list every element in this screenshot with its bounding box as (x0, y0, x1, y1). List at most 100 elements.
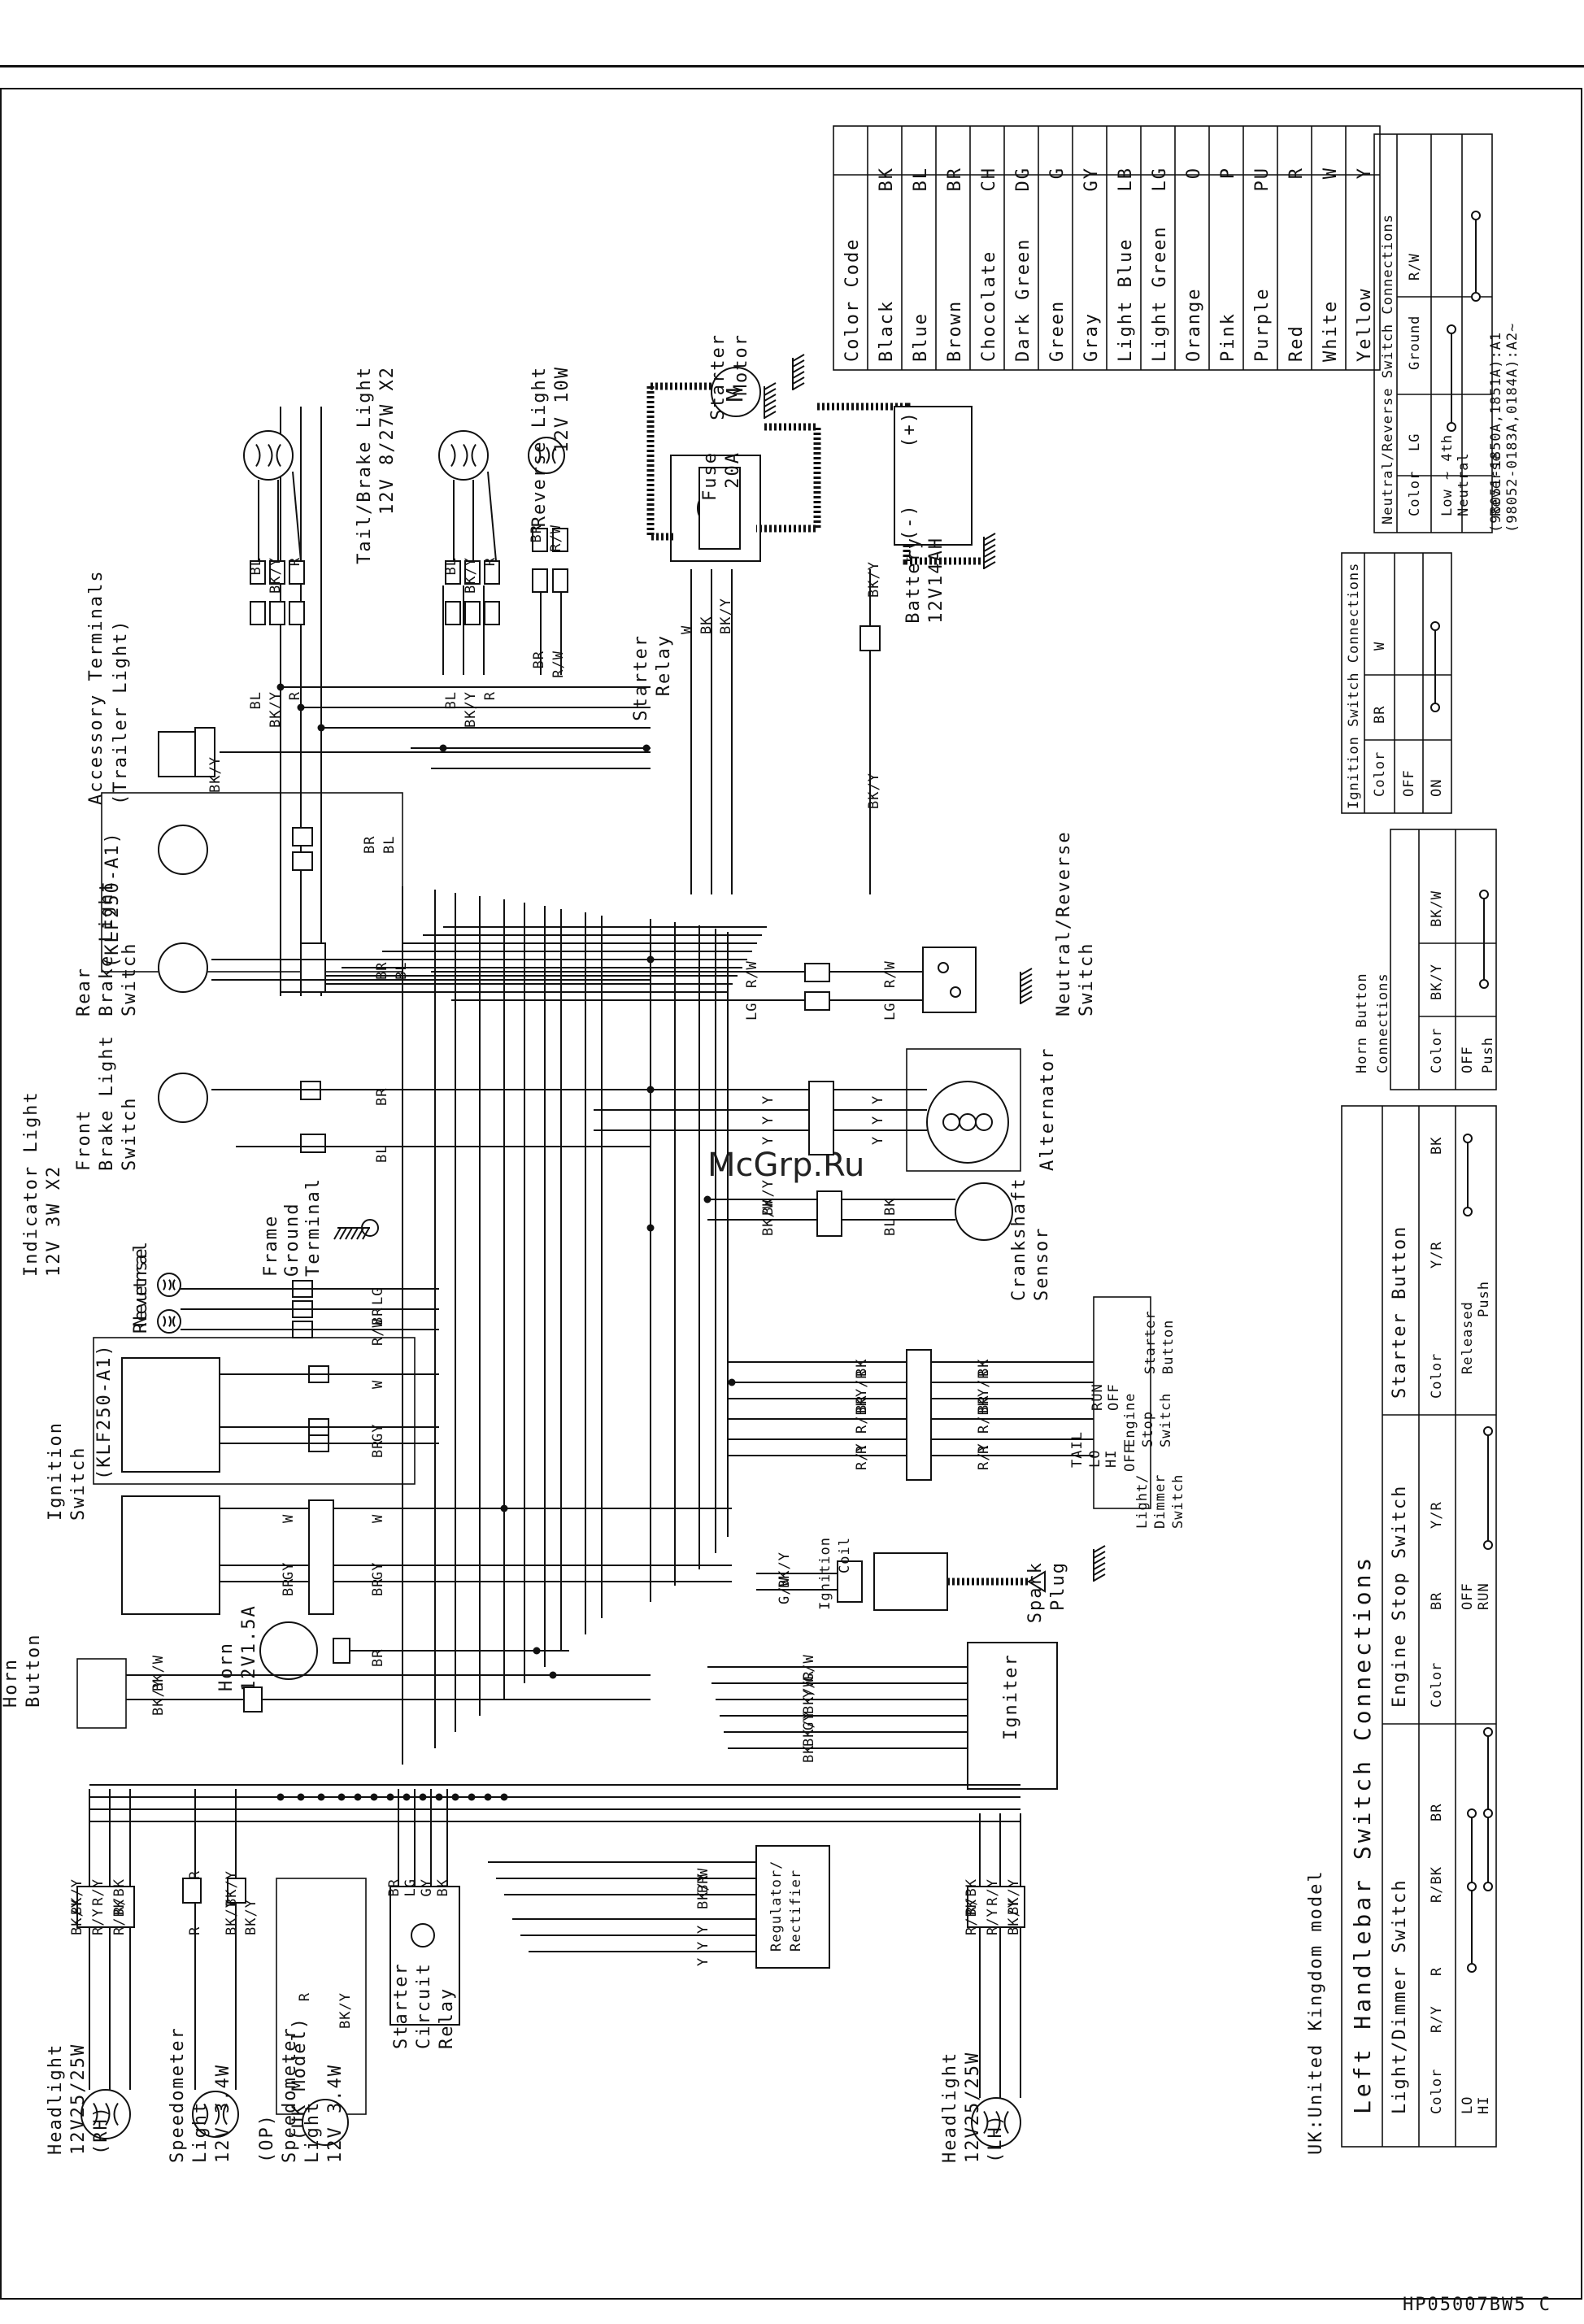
color-code-abbr: BK (877, 167, 897, 192)
switch-tail-label: TAIL (1069, 1431, 1086, 1468)
hl-lh-wire-label: R/Y (985, 1908, 1001, 1935)
nr-connector (804, 991, 830, 1011)
left-handlebar-switch-box (1093, 1296, 1151, 1509)
crank-wire-label: BL (882, 1218, 899, 1236)
ign-wire-label: W (281, 1514, 297, 1523)
frame-ground-label: Frame (261, 1215, 281, 1277)
engine-stop-header: Color (1429, 1662, 1445, 1708)
starter-circuit-relay (389, 1886, 460, 2026)
ign-table-header: BR (1372, 706, 1388, 724)
regulator-rectifier (755, 1845, 830, 1969)
hl-rh-wire-label: R/BK (111, 1899, 128, 1935)
horn-wire-label: BR (370, 1649, 386, 1667)
tail-wire-label: BK/Y (268, 557, 284, 594)
headlight-rh-bulb (81, 2089, 131, 2139)
handlebar-wire-label: R/Y (976, 1443, 992, 1470)
speedometer-light-bulb-filament (203, 2103, 228, 2126)
indicator-light-label: Indicator Light (21, 1090, 41, 1277)
starter-button-dot (1463, 1134, 1473, 1143)
starter-relay-label: Relay (654, 634, 674, 696)
color-code-abbr: LB (1116, 167, 1136, 192)
color-code-name: Black (877, 300, 897, 362)
brake-connector (292, 827, 313, 846)
scr-wire-label: GY (419, 1878, 435, 1896)
spark-plug-symbol (1027, 1570, 1046, 1593)
nr-wire-label: LG (882, 1003, 899, 1021)
junction-dot (403, 1793, 411, 1801)
color-code-name: Chocolate (979, 250, 999, 362)
starter-power-cable (756, 423, 821, 533)
horn-table-header: BK/Y (1429, 964, 1445, 1000)
battery-minus-label: (-) (899, 503, 920, 541)
dimmer-title: Light/Dimmer Switch (1390, 1878, 1410, 2114)
handlebar-wire-label: BR (854, 1395, 870, 1413)
frame-ground-label: Ground (282, 1203, 302, 1277)
brake-a1-wire-label: BL (381, 836, 398, 854)
engine-stop-switch-label: Engine (1122, 1393, 1138, 1447)
headlight-rh-label: (RH) (91, 2105, 111, 2155)
front-brake-connector (300, 1134, 326, 1153)
junction-dot (419, 1793, 427, 1801)
tail-wire-label: BK/Y (268, 691, 284, 728)
ignition-coil-label: Coil (837, 1537, 853, 1573)
regulator-wire-label: BK/Y (695, 1873, 711, 1909)
color-code-ground (792, 382, 805, 390)
engine-stop-title: Engine Stop Switch (1390, 1485, 1410, 1708)
crankshaft-sensor (955, 1182, 1013, 1241)
nr-dot (1471, 211, 1481, 220)
battery-label: Battery (903, 537, 924, 624)
neutral-reverse-ground (1020, 985, 1033, 993)
horn-connector (333, 1638, 350, 1664)
color-code-name: Pink (1218, 312, 1238, 362)
junction-dot (500, 1504, 508, 1512)
tail-light-connector (445, 601, 461, 625)
engine-stop-dot (1483, 1426, 1493, 1436)
relay-wire-label: W (679, 625, 695, 634)
hl-lh-wire-label: BK/Y (1006, 1899, 1022, 1935)
ignition-switch-connector (308, 1499, 334, 1615)
alternator-wire-label: Y (760, 1136, 777, 1145)
spark-plug-ground (1093, 1562, 1106, 1570)
horn-table-row: Push (1480, 1037, 1496, 1073)
nr-table-note: (98052-0183A,0184A):A2~ (1504, 323, 1521, 533)
handlebar-wire-label: R/BK (976, 1397, 992, 1434)
junction-dot (317, 1793, 325, 1801)
handlebar-wire-label: BK (854, 1359, 870, 1377)
dimmer-header: R/BK (1429, 1866, 1445, 1903)
tail-wire-label: BL (443, 557, 459, 575)
switch-hi-label: HI (1103, 1450, 1120, 1468)
alternator-wire-label: Y (870, 1116, 886, 1125)
junction-dot (549, 1671, 557, 1679)
color-code-name: Red (1286, 324, 1307, 362)
op-speedometer-label: 12V 3.4W (325, 2064, 346, 2163)
junction-dot (451, 1793, 459, 1801)
dimmer-dot (1467, 1882, 1477, 1891)
headlight-rh-connector (76, 1886, 135, 1928)
horn-btn-wire-label: BK/Y (150, 1679, 167, 1716)
ignition-switch-a1 (121, 1357, 220, 1473)
hl-rh-wire-label: BK/Y (69, 1899, 85, 1935)
color-code-name: Orange (1184, 288, 1204, 362)
nr-switch-contact (938, 962, 949, 973)
relay-wire-label: BK/Y (718, 598, 734, 634)
rear-brake-wire-label: BL (394, 962, 410, 980)
op-speedometer-label: (OP) (257, 2113, 277, 2163)
color-code-ground (792, 354, 805, 362)
reverse-light-label: Reverse Light (529, 366, 550, 527)
ign-wire-label: BR (281, 1578, 297, 1596)
regulator-wire-label: BR (695, 1875, 711, 1893)
alternator-connector (808, 1081, 834, 1155)
neutral-reverse-ground (1020, 990, 1033, 999)
neutral-indicator-bulb-filament (163, 1279, 176, 1290)
color-code-ground (792, 365, 805, 373)
switch-off-label: OFF (1106, 1383, 1122, 1411)
ignition-switch-label: Switch (68, 1447, 89, 1521)
reverse-light-bulb-filament (537, 446, 556, 464)
handlebar-wire-label: R/BK (854, 1397, 870, 1434)
starter-button-row: Released (1460, 1301, 1476, 1374)
nr-dot (1447, 324, 1456, 334)
headlight-lh-bulb-filament (983, 2110, 1009, 2135)
indicator-wire-label: BR (370, 1308, 386, 1325)
ign-table-header: W (1372, 642, 1388, 651)
